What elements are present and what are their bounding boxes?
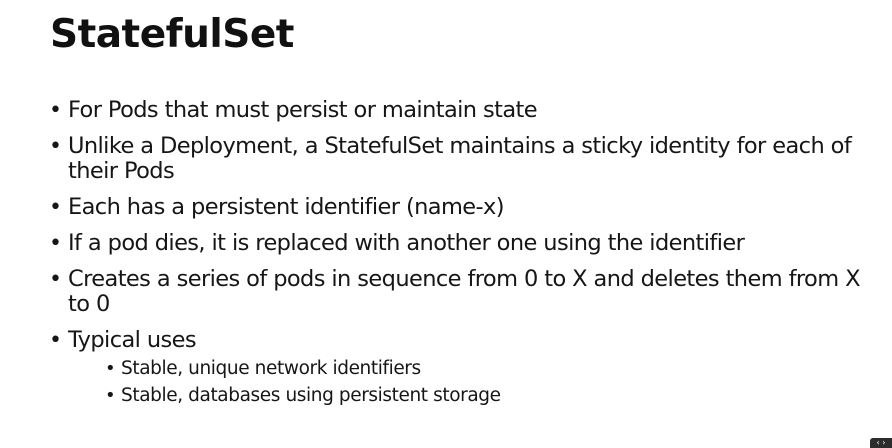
bullet-dot-icon: •	[49, 328, 62, 353]
sub-bullet-text: Stable, databases using persistent stora…	[121, 385, 501, 406]
bullet-dot-icon: •	[105, 358, 116, 379]
bullet-text: Creates a series of pods in sequence fro…	[68, 266, 861, 317]
bullet-dot-icon: •	[49, 195, 62, 220]
bullet-dot-icon: •	[49, 98, 62, 123]
bullet-dot-icon: •	[49, 134, 62, 159]
sub-bullet-item: • Stable, unique network identifiers	[105, 355, 864, 382]
bullet-text: Each has a persistent identifier (name-x…	[68, 194, 505, 220]
bullet-item: • Unlike a Deployment, a StatefulSet mai…	[49, 134, 864, 184]
slide-title: StatefulSet	[50, 12, 294, 57]
sub-bullet-text: Stable, unique network identifiers	[121, 358, 421, 379]
bullet-dot-icon: •	[49, 267, 62, 292]
bullet-item: • Each has a persistent identifier (name…	[49, 194, 864, 221]
bullet-list: • For Pods that must persist or maintain…	[49, 98, 864, 420]
bullet-text: Typical uses	[68, 327, 197, 353]
bullet-dot-icon: •	[105, 385, 116, 406]
bullet-text: Unlike a Deployment, a StatefulSet maint…	[68, 133, 852, 184]
bullet-text: If a pod dies, it is replaced with anoth…	[68, 230, 745, 256]
sub-bullet-list: • Stable, unique network identifiers • S…	[105, 355, 864, 409]
bullet-item: • For Pods that must persist or maintain…	[49, 97, 864, 124]
bullet-dot-icon: •	[49, 231, 62, 256]
nav-glyph: ‹ ›	[876, 438, 886, 447]
bullet-item: • Creates a series of pods in sequence f…	[49, 267, 864, 317]
sub-bullet-item: • Stable, databases using persistent sto…	[105, 382, 864, 409]
navigation-arrows-icon[interactable]: ‹ ›	[870, 438, 892, 448]
bullet-text: For Pods that must persist or maintain s…	[68, 97, 538, 123]
bullet-item: • Typical uses • Stable, unique network …	[49, 328, 864, 409]
bullet-item: • If a pod dies, it is replaced with ano…	[49, 230, 864, 257]
